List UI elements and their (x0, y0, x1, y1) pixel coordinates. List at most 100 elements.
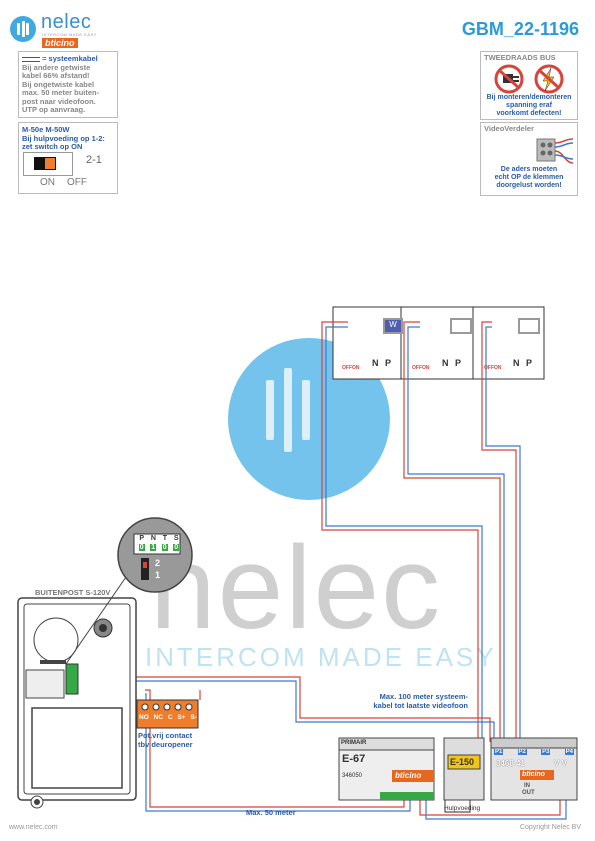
footer-copyright: Copyright Nelec BV (519, 824, 581, 831)
legend-line: max. 50 meter buiten- (22, 88, 100, 97)
contact-terminal: NC (153, 714, 164, 721)
power-note-line: zet switch op ON (22, 142, 83, 151)
e150-caption: Hulpvoeding (444, 805, 481, 812)
power-note-line: Bij hulpvoeding op 1-2: (22, 133, 105, 143)
e67-name: E-67 (342, 753, 366, 765)
power-switch-diagram (23, 152, 73, 176)
cable-label: = systeemkabel (42, 54, 98, 63)
vv-note-title: VideoVerdeler (484, 124, 534, 133)
e150-power-supply (443, 737, 485, 801)
e150-name: E-150 (450, 757, 475, 767)
distributor-code: 3468 41 (496, 759, 525, 768)
watermark-brand: nelec (150, 522, 443, 654)
vv-warning-line: doorgelust worden! (496, 182, 562, 189)
monitor-3-off: OFFON (484, 365, 502, 371)
aux-power-note: M-50e M-50W Bij hulpvoeding op 1-2: zet … (18, 122, 118, 194)
contact-terminal: NO (139, 714, 149, 721)
distributor-in: IN (524, 783, 530, 789)
cable-symbol-icon (22, 56, 40, 62)
no-plug-icon (494, 64, 524, 94)
dip-label: S (173, 535, 179, 542)
legend-line: Bij ongetwiste kabel (22, 79, 95, 89)
max-100-line: Max. 100 meter systeem- (379, 692, 468, 701)
contact-terminals: NO NC C S+ S- (139, 714, 197, 721)
monitor-1-p: P (385, 358, 392, 368)
vv-warning: De aders moeten echt OP de klemmen doorg… (481, 166, 577, 190)
dip-label: P (139, 535, 145, 542)
contact-caption-line: Pot.vrij contact (138, 731, 193, 740)
switch-off-label: OFF (67, 177, 87, 188)
monitor-2-n: N (442, 358, 449, 368)
dip-value: 1 (150, 544, 157, 551)
no-voltage-icon (534, 64, 564, 94)
dip-label: N (150, 535, 156, 542)
two-wire-bus-note: TWEEDRAADS BUS Bij monteren/demonteren s… (480, 51, 578, 120)
dip-labels: P N T S (136, 535, 182, 542)
dip-label: T (162, 535, 168, 542)
outdoor-title: BUITENPOST S-120V (35, 588, 111, 597)
distributor-port: P2 (517, 749, 527, 755)
e67-code: 346050 (342, 773, 363, 779)
contact-terminal: C (167, 714, 173, 721)
switch-slot (34, 157, 46, 170)
distributor-out: OUT (522, 790, 535, 796)
vv-warning-line: echt OP de klemmen (494, 174, 564, 181)
max-100-line: kabel tot laatste videofoon (373, 701, 468, 710)
contact-terminal: S+ (177, 714, 186, 721)
legend-line: UTP op aanvraag. (22, 105, 86, 114)
dip-value: 0 (161, 544, 168, 551)
document-id: GBM_22-1196 (461, 19, 579, 39)
monitor-group (332, 306, 545, 380)
distributor-port: P1 (494, 749, 504, 755)
dip-values: 0 1 0 0 (136, 544, 182, 551)
contact-caption: Pot.vrij contact tbv deuropener (138, 731, 193, 749)
distributor-brand: bticino (522, 771, 545, 778)
contact-terminal: S- (190, 714, 197, 721)
distributor-port: P3 (541, 749, 551, 755)
contact-caption-line: tbv deuropener (138, 740, 193, 749)
monitor-1-n: N (372, 358, 379, 368)
monitor-1-off: OFFON (342, 365, 360, 371)
cable-legend-note: = systeemkabel Bij andere getwiste kabel… (18, 51, 118, 118)
brand-tagline: INTERCOM MADE EASY (42, 32, 97, 37)
outdoor-switch-top: 2 (155, 558, 161, 568)
video-distributor-note: VideoVerdeler De aders moeten echt OP de… (480, 122, 578, 196)
e67-power-supply (338, 737, 435, 801)
nelec-logo: nelec INTERCOM MADE EASY bticino (5, 5, 125, 48)
e67-brand: bticino (395, 771, 422, 780)
bus-note-title: TWEEDRAADS BUS (484, 53, 556, 62)
power-note-line: M-50e M-50W (22, 125, 70, 134)
max-50-caption: Max. 50 meter (246, 808, 296, 817)
outdoor-panel (17, 597, 137, 809)
monitor-screen-3 (518, 318, 540, 334)
switch-id: 2-1 (86, 154, 102, 166)
vv-warning-line: De aders moeten (500, 166, 558, 173)
legend-line: kabel 66% afstand! (22, 71, 90, 80)
distributor-vv: V V (554, 759, 567, 768)
monitor-2-p: P (455, 358, 462, 368)
monitor-screen-2 (450, 318, 472, 334)
dip-value: 0 (138, 544, 145, 551)
distributor-ports: P1 P2 P3 P4 (494, 749, 574, 755)
contact-block (136, 699, 199, 729)
terminal-block-icon (536, 138, 574, 164)
partner-brand: bticino (42, 38, 78, 48)
footer-website: www.nelec.com (9, 824, 58, 831)
bus-warning-line: voorkomt defecten! (496, 110, 562, 117)
switch-lever (44, 157, 56, 170)
brand-name: nelec (41, 11, 92, 33)
switch-on-label: ON (40, 177, 55, 188)
outdoor-switch-bottom: 1 (155, 570, 161, 580)
distributor-port: P4 (564, 749, 574, 755)
nelec-logo-mark-icon (10, 16, 36, 42)
dip-value: 0 (173, 544, 180, 551)
bus-warning: Bij monteren/demonteren spanning eraf vo… (481, 94, 577, 118)
bus-warning-line: Bij monteren/demonteren (486, 94, 572, 101)
monitor-3-n: N (513, 358, 520, 368)
e67-primary: PRIMAIR (341, 740, 367, 746)
legend-line: Bij andere getwiste (22, 62, 91, 72)
legend-line: post naar videofoon. (22, 96, 96, 106)
monitor-screen-1: W (383, 318, 403, 334)
video-distributor (490, 737, 578, 801)
no-power-icons (494, 64, 564, 94)
